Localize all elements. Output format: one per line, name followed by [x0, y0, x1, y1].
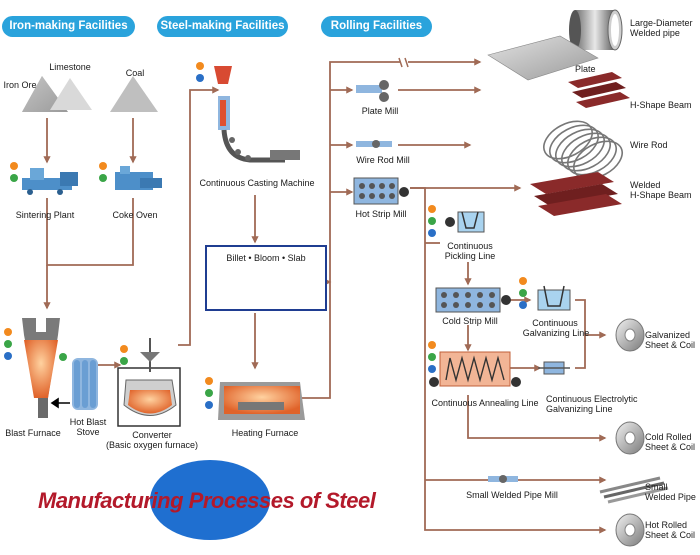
label-pickling-1: Continuous — [447, 241, 493, 251]
coke-oven-icon — [115, 166, 162, 190]
label-plate: Plate — [575, 64, 596, 74]
label-annealing: Continuous Annealing Line — [431, 398, 539, 408]
label-heating: Heating Furnace — [231, 428, 299, 438]
line-elec-up — [575, 335, 586, 369]
label-converter-sub: (Basic oxygen furnace) — [105, 440, 199, 450]
label-large-pipe-1: Large-Diameter — [630, 18, 693, 28]
limestone-pile — [50, 78, 92, 110]
galvanizing-line-icon — [537, 285, 571, 311]
flow-lines — [43, 58, 607, 534]
label-wire-rod: Wire Rod — [630, 140, 668, 150]
dots-casting — [196, 62, 204, 82]
label-casting: Continuous Casting Machine — [199, 178, 315, 188]
label-h-beam: H-Shape Beam — [630, 100, 692, 110]
label-large-pipe-2: Welded pipe — [630, 28, 680, 38]
stove-arrow — [50, 397, 70, 409]
cold-rolled-coil-icon — [615, 421, 645, 455]
h-beam-icon — [568, 72, 630, 108]
dots-pickling — [428, 205, 436, 237]
welded-h-beam-icon — [530, 172, 622, 216]
dots-annealing — [428, 341, 436, 373]
label-cont-galv-1: Continuous — [532, 318, 578, 328]
label-galvanized-1: Galvanized — [645, 330, 691, 340]
label-converter: Converter — [132, 430, 172, 440]
electrolytic-line-icon — [538, 361, 570, 375]
hot-blast-stove-icon — [72, 358, 98, 410]
plate-mill-icon — [356, 80, 389, 102]
label-cold-rolled-2: Sheet & Coil — [645, 442, 696, 452]
label-welded-2: H-Shape Beam — [630, 190, 692, 200]
heating-furnace-icon — [218, 382, 305, 420]
tab-iron-making: Iron-making Facilities — [2, 16, 135, 37]
label-small-pipe-2: Welded Pipe — [645, 492, 696, 502]
label-hot-rolled-1: Hot Rolled — [645, 520, 688, 530]
label-small-pipe-mill: Small Welded Pipe Mill — [466, 490, 558, 500]
label-cold-strip: Cold Strip Mill — [442, 316, 498, 326]
line-heating-rolling — [302, 61, 356, 399]
arrow-converter-casting — [178, 86, 220, 346]
arrow-to-hot-rolled — [410, 187, 607, 534]
dots-sintering — [10, 162, 18, 182]
title-block: Manufacturing Processes of Steel — [30, 468, 390, 538]
casting-machine-icon — [214, 66, 300, 163]
label-blast-furnace: Blast Furnace — [5, 428, 61, 438]
dots-blast-furnace — [4, 328, 12, 360]
title-ellipse — [150, 460, 270, 540]
label-cold-rolled-1: Cold Rolled — [645, 432, 692, 442]
arrow-galv-galvanized — [575, 299, 607, 339]
hot-strip-mill-icon — [353, 177, 409, 205]
break-marks — [398, 57, 409, 68]
hot-rolled-coil-icon — [615, 513, 645, 547]
label-galvanized-2: Sheet & Coil — [645, 340, 696, 350]
dots-galvanizing — [519, 277, 527, 309]
arrow-to-cold-rolled — [467, 395, 607, 442]
dots-heating — [205, 377, 213, 409]
label-electrolytic-2: Galvanizing Line — [546, 404, 613, 414]
label-stove: Stove — [76, 427, 100, 437]
converter-icon — [117, 338, 181, 427]
cold-strip-mill-icon — [435, 287, 511, 313]
large-pipe-icon — [569, 9, 623, 51]
label-billet: Billet • Bloom • Slab — [226, 253, 306, 263]
dots-coke — [99, 162, 107, 182]
label-plate-mill: Plate Mill — [361, 106, 399, 116]
billet-box: Billet • Bloom • Slab — [205, 245, 327, 311]
small-pipe-icon — [599, 476, 669, 504]
wire-rod-icon — [543, 120, 623, 180]
diagram-title: Manufacturing Processes of Steel — [38, 488, 376, 513]
label-cont-galv-2: Galvanizing Line — [522, 328, 590, 338]
label-sintering: Sintering Plant — [15, 210, 75, 220]
label-limestone: Limestone — [49, 62, 91, 72]
pickling-line-icon — [445, 211, 485, 233]
sintering-plant-icon — [22, 168, 78, 195]
plate-icon — [487, 35, 599, 81]
coal-pile — [110, 76, 158, 112]
label-hot-strip: Hot Strip Mill — [355, 209, 407, 219]
label-iron-ore: Iron Ore — [3, 80, 37, 90]
label-electrolytic-1: Continuous Electrolytic — [546, 394, 638, 404]
dots-converter — [59, 345, 128, 365]
label-coal: Coal — [125, 68, 145, 78]
label-coke-oven: Coke Oven — [112, 210, 158, 220]
tab-steel-making: Steel-making Facilities — [157, 16, 288, 37]
galvanized-coil-icon — [615, 318, 645, 352]
label-hot-rolled-2: Sheet & Coil — [645, 530, 696, 540]
wire-rod-mill-icon — [356, 140, 392, 148]
label-small-pipe-1: Small — [645, 482, 668, 492]
annealing-line-icon — [429, 351, 521, 387]
label-welded-1: Welded — [630, 180, 661, 190]
label-wire-rod-mill: Wire Rod Mill — [356, 155, 410, 165]
small-pipe-mill-icon — [488, 475, 518, 483]
blast-furnace-icon — [22, 318, 60, 418]
label-hot-blast: Hot Blast — [69, 417, 107, 427]
label-pickling-2: Pickling Line — [444, 251, 496, 261]
line-sinter-coke-merge — [46, 198, 134, 266]
tab-rolling: Rolling Facilities — [321, 16, 432, 37]
